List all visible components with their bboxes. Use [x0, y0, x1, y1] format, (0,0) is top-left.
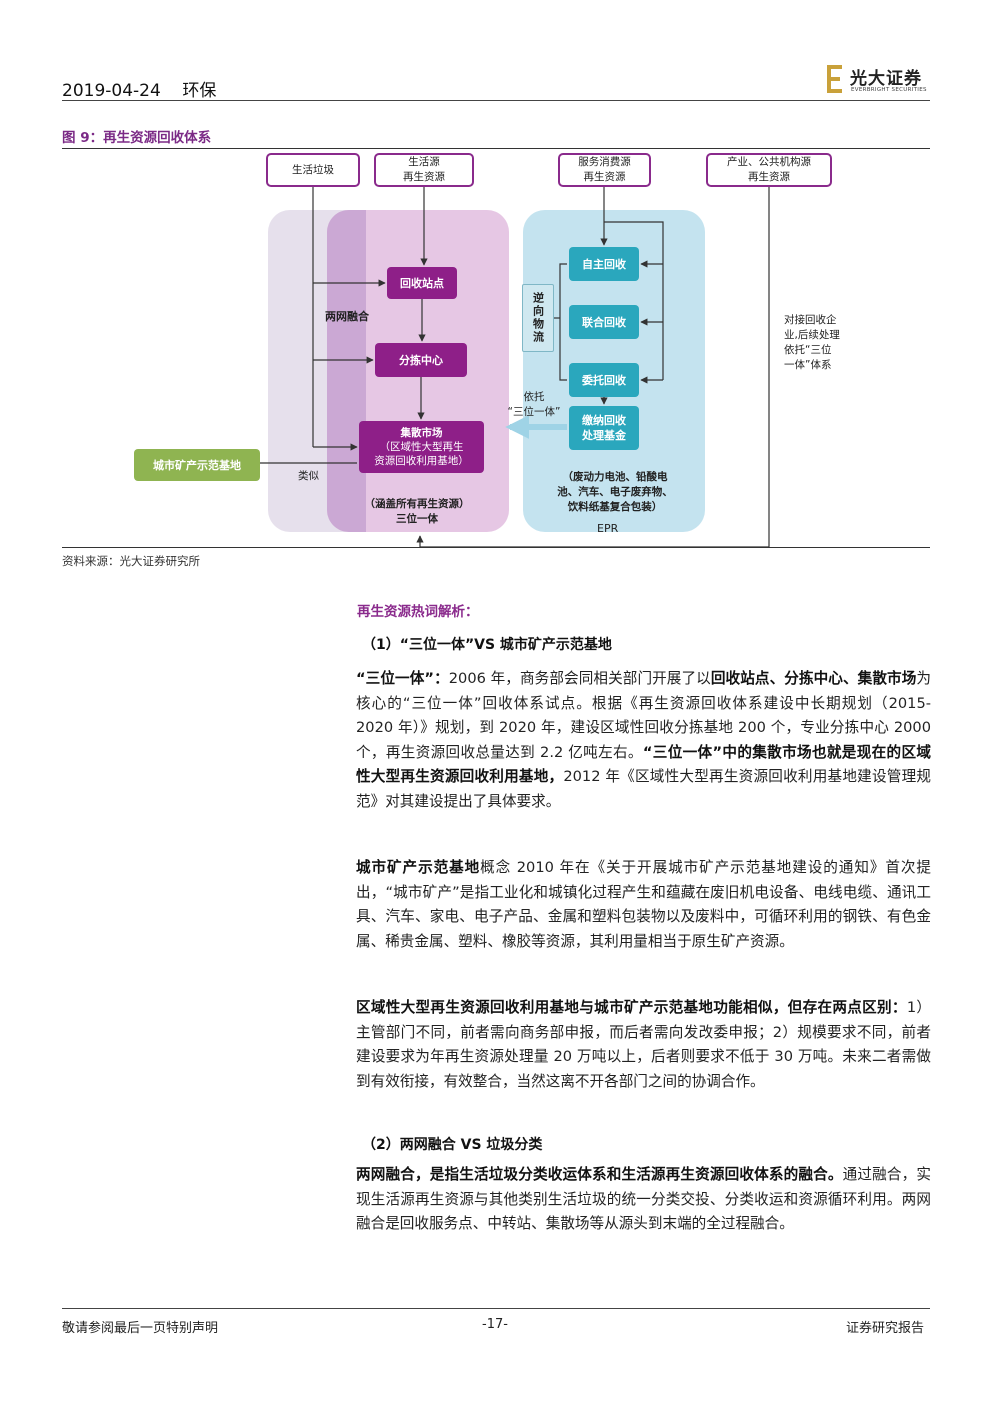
- text-run-3: 为核心的“三位一体”回收体系试点。根据《再生资源回收体系建设中长期规划（2015…: [356, 670, 932, 761]
- node-distribution-market-sub: （区域性大型再生 资源回收利用基地）: [374, 441, 469, 467]
- logo-cn: 光大证券: [850, 69, 922, 89]
- header-date-sector: 2019-04-24 环保: [62, 76, 216, 101]
- footer-page-number: -17-: [482, 1317, 508, 1332]
- paragraph-differences: 区域性大型再生资源回收利用基地与城市矿产示范基地功能相似，但存在两点区别：1）主…: [356, 996, 931, 1094]
- footer-report-type: 证券研究报告: [846, 1321, 925, 1336]
- bold-run-0: 区域性大型再生资源回收利用基地与城市矿产示范基地功能相似，但存在两点区别：: [356, 999, 907, 1016]
- region-overlap: [327, 210, 366, 532]
- subheading-1: （1）“三位一体”VS 城市矿产示范基地: [362, 637, 612, 653]
- figure-bottom-rule: [62, 547, 930, 548]
- logo-mark-icon: [827, 65, 842, 93]
- label-industry-note: 对接回收企 业,后续处理 依托“三位 一体”体系: [784, 314, 840, 371]
- bold-run-4: “三位一体”中的集散市场也就是现在的区域性大型再生资源回收利用基地，: [356, 743, 931, 786]
- paragraph-three-in-one: “三位一体”：2006 年，商务部会同相关部门开展了以回收站点、分拣中心、集散市…: [356, 667, 931, 815]
- node-entrusted-recycling: 委托回收: [569, 363, 639, 397]
- figure-title: 图 9：再生资源回收体系: [62, 130, 212, 146]
- source-service-consumption: 服务消费源 再生资源: [558, 153, 651, 187]
- paragraph-urban-mining: 城市矿产示范基地概念 2010 年在《关于开展城市矿产示范基地建设的通知》首次提…: [356, 856, 931, 954]
- node-sorting-center: 分拣中心: [375, 343, 467, 377]
- node-collection-point: 回收站点: [387, 267, 457, 299]
- source-household-waste: 生活垃圾: [266, 153, 360, 187]
- header-sector: 环保: [182, 81, 217, 101]
- node-reverse-logistics: 逆向物流: [522, 284, 554, 352]
- source-household-renewable: 生活源 再生资源: [374, 153, 474, 187]
- text-run-1: 概念 2010 年在《关于开展城市矿产示范基地建设的通知》首次提出，“城市矿产”…: [356, 859, 931, 950]
- header-date: 2019-04-24: [62, 81, 161, 101]
- paragraph-two-networks: 两网融合，是指生活垃圾分类收运体系和生活源再生资源回收体系的融合。通过融合，实现…: [356, 1163, 931, 1237]
- node-joint-recycling: 联合回收: [569, 305, 639, 339]
- label-rely-on: 依托 “三位一体”: [507, 391, 561, 418]
- label-epr: EPR: [597, 522, 619, 535]
- header-rule: [62, 100, 930, 101]
- label-two-networks: 两网融合: [325, 310, 369, 323]
- node-recycling-fund: 缴纳回收 处理基金: [569, 406, 639, 450]
- text-run-1: 2006 年，商务部会同相关部门开展了以: [448, 670, 711, 687]
- label-epr-scope: （废动力电池、铅酸电 池、汽车、电子废弃物、 饮料纸基复合包装）: [557, 471, 673, 513]
- logo-en: EVERBRIGHT SECURITIES: [851, 87, 927, 93]
- node-urban-mining-base: 城市矿产示范基地: [134, 449, 260, 481]
- text-run-1: 1）主管部门不同，前者需向商务部申报，而后者需向发改委申报；2）规模要求不同，前…: [356, 999, 931, 1090]
- figure-source: 资料来源：光大证券研究所: [62, 554, 200, 568]
- text-run-5: 2012 年《区域性大型再生资源回收利用基地建设管理规范》对其建设提出了具体要求…: [356, 768, 931, 810]
- bold-run-0: “三位一体”：: [356, 670, 449, 687]
- figure-top-rule: [62, 148, 930, 149]
- label-three-in-one: （涵盖所有再生资源） 三位一体: [364, 498, 470, 525]
- footer-rule: [62, 1308, 930, 1309]
- source-industry-institution: 产业、公共机构源 再生资源: [706, 153, 832, 187]
- bold-run-2: 回收站点、分拣中心、集散市场: [710, 670, 917, 687]
- node-self-recycling: 自主回收: [569, 247, 639, 281]
- subheading-2: （2）两网融合 VS 垃圾分类: [362, 1137, 543, 1153]
- bold-run-0: 两网融合，是指生活垃圾分类收运体系和生活源再生资源回收体系的融合。: [356, 1166, 843, 1183]
- company-logo: 光大证券 EVERBRIGHT SECURITIES: [826, 64, 932, 98]
- recycling-system-diagram: 生活垃圾 生活源 再生资源 服务消费源 再生资源 产业、公共机构源 再生资源 回…: [0, 0, 992, 560]
- label-similar: 类似: [298, 470, 319, 482]
- node-distribution-market-title: 集散市场: [400, 427, 443, 439]
- section-title: 再生资源热词解析：: [357, 604, 479, 620]
- text-run-1: 通过融合，实现生活源再生资源与其他类别生活垃圾的统一分类交投、分类收运和资源循环…: [356, 1166, 931, 1233]
- node-distribution-market: 集散市场 （区域性大型再生 资源回收利用基地）: [359, 421, 484, 473]
- bold-run-0: 城市矿产示范基地: [356, 859, 481, 876]
- footer-disclaimer: 敬请参阅最后一页特别声明: [62, 1321, 219, 1336]
